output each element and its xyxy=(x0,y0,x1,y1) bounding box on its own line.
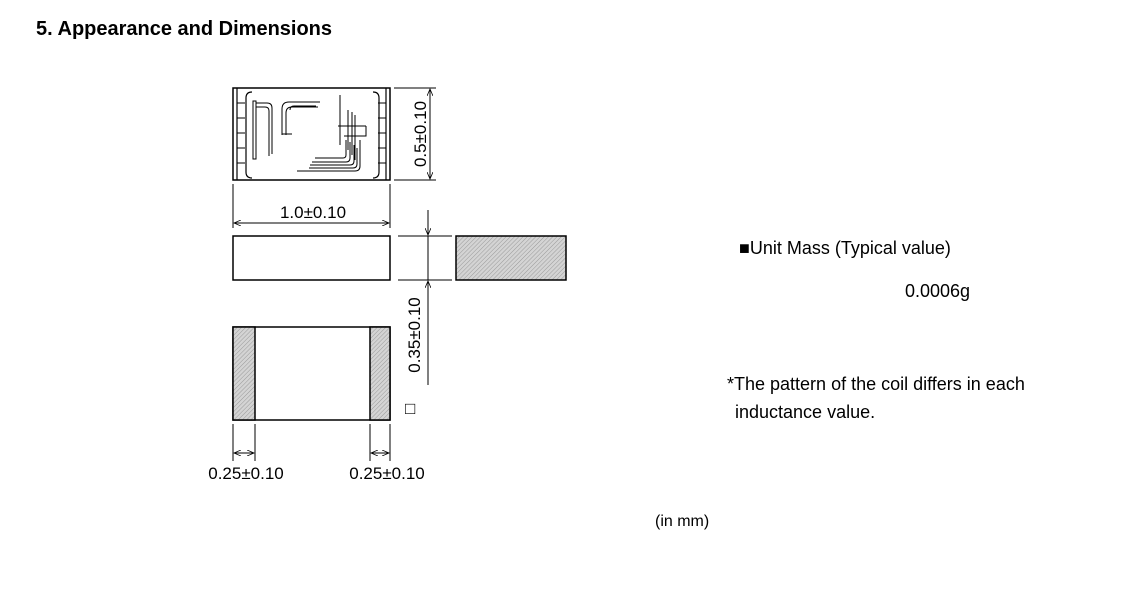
unit-mass-label: ■Unit Mass (Typical value) xyxy=(739,238,951,258)
dim-electrode-right-label: 0.25±0.10 xyxy=(349,464,425,483)
coil-note-line2: inductance value. xyxy=(735,402,876,422)
dim-electrode-left-label: 0.25±0.10 xyxy=(208,464,284,483)
electrode-left xyxy=(232,326,256,421)
side-view xyxy=(232,235,391,281)
square-mark: □ xyxy=(405,399,415,418)
coil-note-line1: *The pattern of the coil differs in each xyxy=(727,374,1025,394)
unit-mass-value: 0.0006g xyxy=(905,281,971,301)
section-title: 5. Appearance and Dimensions xyxy=(36,18,333,40)
end-view xyxy=(455,235,567,281)
bottom-view xyxy=(232,326,391,421)
dim-thickness-label: 0.35±0.10 xyxy=(405,297,424,373)
electrode-right xyxy=(369,326,391,421)
dim-height-label: 0.5±0.10 xyxy=(411,101,430,167)
units-label: (in mm) xyxy=(655,513,710,530)
top-view-coil-pattern xyxy=(232,87,391,181)
dim-length-label: 1.0±0.10 xyxy=(280,203,346,222)
